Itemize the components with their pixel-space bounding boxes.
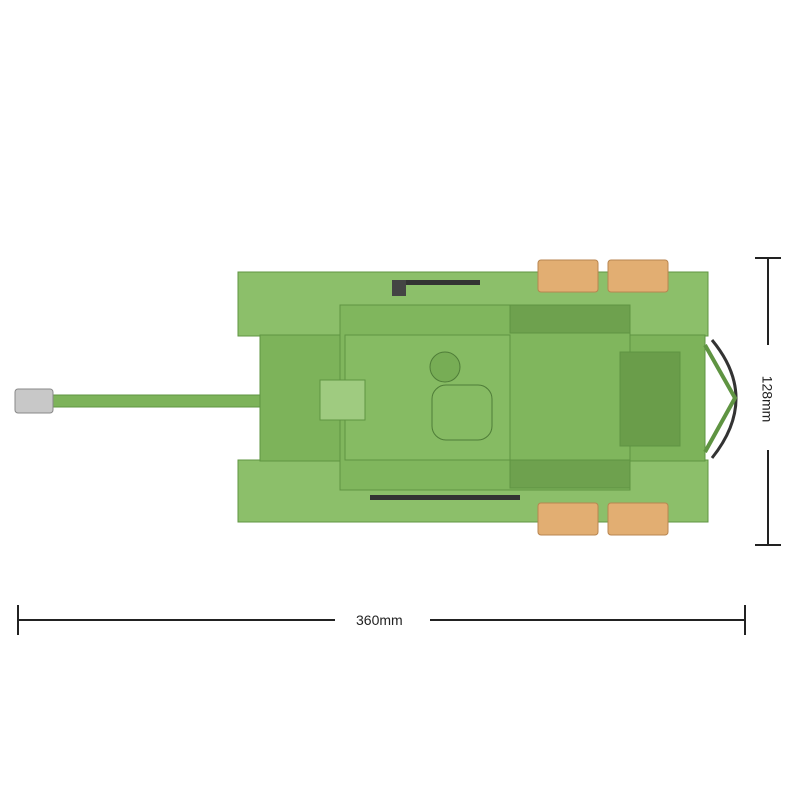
- commander-hatch: [431, 384, 493, 441]
- length-label: 360mm: [352, 612, 407, 628]
- fuel-tank: [537, 502, 599, 536]
- rear-bracket: [703, 344, 738, 453]
- width-label: 128mm: [759, 371, 776, 427]
- gun-mantlet: [319, 379, 366, 421]
- fuel-tank: [537, 259, 599, 293]
- shovel: [395, 280, 480, 285]
- engine-grille-top: [509, 304, 631, 334]
- fuel-tank: [607, 502, 669, 536]
- tow-cable: [370, 495, 520, 500]
- hatch-small: [429, 351, 461, 383]
- dimension-lines: [17, 257, 781, 635]
- tank-model: [14, 259, 738, 536]
- shovel-blade: [392, 280, 406, 296]
- fuel-tank: [607, 259, 669, 293]
- engine-grille-bottom: [509, 459, 631, 489]
- muzzle: [14, 388, 54, 414]
- engine-vents: [619, 351, 681, 447]
